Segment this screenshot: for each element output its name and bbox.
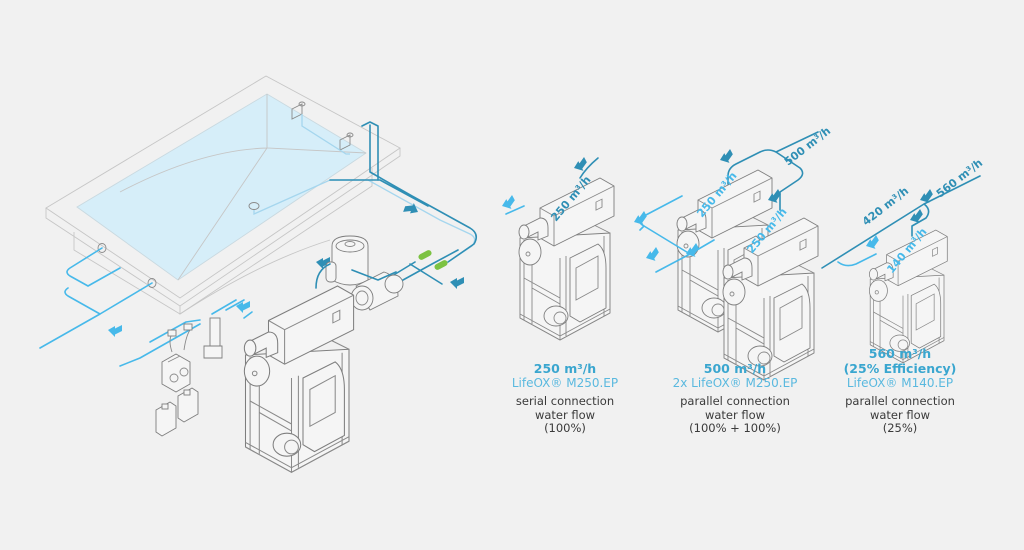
- chemical-canister-icon: [155, 387, 199, 437]
- flow-arrow-icon: [643, 247, 662, 265]
- caption-model: LifeOX® M140.EP: [846, 376, 954, 390]
- caption-desc-line: parallel connection: [845, 394, 955, 408]
- ionizer-icon: [203, 317, 223, 359]
- caption-desc-line: serial connection: [515, 394, 615, 408]
- flow-arrow-icon: [403, 200, 421, 217]
- valve-icon: [418, 250, 448, 270]
- bypass-flow-label: 420 m³/h: [860, 184, 911, 228]
- caption-efficiency: (25% Efficiency): [843, 361, 957, 376]
- controller-icon: [161, 323, 193, 393]
- caption-desc-line: water flow: [534, 407, 596, 422]
- caption-desc-line: parallel connection: [680, 394, 790, 408]
- caption-parallel-partial: 560 m³/h (25% Efficiency) LifeOX® M140.E…: [825, 346, 975, 436]
- main-flow-label: 560 m³/h: [934, 156, 985, 200]
- caption-flow: 500 m³/h: [703, 361, 767, 376]
- flow-arrow-icon: [571, 157, 590, 175]
- flow-arrow-icon: [108, 325, 122, 337]
- lifeox-unit-icon: [243, 285, 355, 473]
- caption-parallel-double: 500 m³/h 2x LifeOX® M250.EP parallel con…: [655, 361, 815, 436]
- caption-model: 2x LifeOX® M250.EP: [672, 376, 798, 390]
- pool-icon: [45, 75, 401, 315]
- flow-arrow-icon: [450, 277, 464, 289]
- flow-arrow-icon: [917, 189, 936, 207]
- caption-flow: 250 m³/h: [533, 361, 597, 376]
- caption-desc-line: (25%): [882, 421, 918, 435]
- caption-desc-line: (100% + 100%): [689, 421, 781, 435]
- flow-arrow-icon: [863, 235, 882, 253]
- pump-icon: [350, 249, 459, 311]
- caption-desc-line: water flow: [704, 407, 766, 422]
- caption-model: LifeOX® M250.EP: [511, 376, 619, 390]
- caption-desc-line: water flow: [869, 407, 931, 422]
- flow-arrow-icon: [717, 149, 736, 167]
- caption-flow: 560 m³/h: [868, 346, 932, 361]
- caption-serial: 250 m³/h LifeOX® M250.EP serial connecti…: [490, 361, 640, 436]
- caption-desc-line: (100%): [544, 421, 586, 435]
